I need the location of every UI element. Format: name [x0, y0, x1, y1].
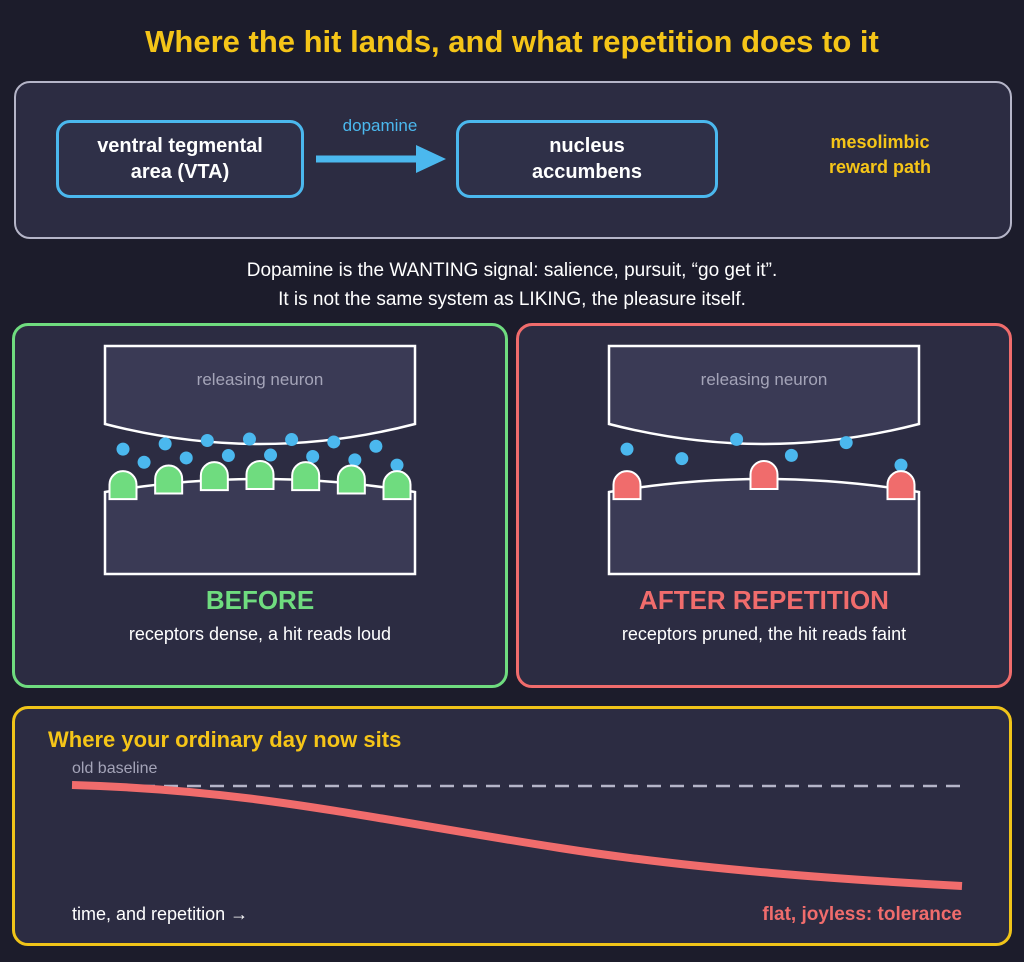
after-dopamine-dot [894, 458, 908, 472]
after-title: AFTER REPETITION [639, 585, 889, 615]
after-releasing-neuron [607, 344, 921, 446]
before-receptor [108, 470, 138, 501]
before-dopamine-dot [179, 451, 193, 465]
after-receptor [749, 460, 779, 490]
before-dopamine-dot [116, 442, 130, 456]
before-panel: releasing neuron BEFORE receptors dense,… [12, 323, 508, 688]
dopamine-arrow [316, 145, 446, 173]
before-dopamine-dot [327, 435, 341, 449]
before-dopamine-dot [221, 449, 235, 463]
after-receiving-neuron [607, 477, 921, 576]
before-dopamine-dot [137, 455, 151, 469]
before-receptor [245, 460, 275, 490]
before-dopamine-dot [285, 433, 299, 447]
after-dopamine-dot [839, 436, 853, 450]
after-caption: receptors pruned, the hit reads faint [621, 624, 907, 644]
before-receptor [382, 470, 412, 501]
after-neuron-label: releasing neuron [700, 370, 828, 389]
after-dopamine-dot [784, 448, 798, 462]
before-receptor [291, 461, 321, 492]
before-receptor [154, 464, 184, 495]
reward-path-label: mesolimbic reward path [828, 132, 932, 177]
after-receptor [612, 470, 642, 501]
before-dopamine-dot [200, 434, 214, 448]
old-baseline-label: old baseline [72, 760, 158, 777]
vta-label: ventral tegmental area (VTA) [97, 135, 263, 183]
after-receptor [886, 470, 916, 501]
explanation: Dopamine is the WANTING signal: salience… [0, 256, 1024, 314]
tolerance-label: flat, joyless: tolerance [762, 904, 962, 925]
before-dopamine-dot [306, 450, 320, 464]
before-dopamine-dot [348, 453, 362, 467]
before-title: BEFORE [205, 585, 315, 615]
dopamine-arrow-label: dopamine [342, 116, 418, 135]
before-dopamine-dot [242, 432, 256, 446]
after-synapse [607, 344, 921, 576]
before-synapse [103, 344, 417, 576]
before-dopamine-dot [158, 437, 172, 451]
before-releasing-neuron [103, 344, 417, 446]
after-dopamine-dot [675, 452, 689, 466]
after-dopamine-dot [620, 442, 634, 456]
before-receiving-neuron [103, 477, 417, 576]
explanation-line-2: It is not the same system as LIKING, the… [278, 289, 746, 310]
before-dopamine-dot [264, 448, 278, 462]
after-panel: releasing neuron AFTER REPETITION recept… [516, 323, 1012, 688]
baseline-title: Where your ordinary day now sits [48, 727, 402, 752]
baseline-panel [12, 706, 1012, 946]
before-receptor [199, 461, 229, 492]
before-receptor [336, 464, 366, 495]
before-caption: receptors dense, a hit reads loud [128, 624, 392, 644]
before-dopamine-dot [390, 458, 404, 472]
before-dopamine-dot [369, 439, 383, 453]
nucleus-accumbens-label: nucleus accumbens [531, 135, 643, 183]
page-title: Where the hit lands, and what repetition… [145, 24, 879, 59]
x-axis-label: time, and repetition → [72, 904, 249, 924]
vta-node: ventral tegmental area (VTA) [56, 120, 304, 198]
before-neuron-label: releasing neuron [196, 370, 324, 389]
nucleus-accumbens-node: nucleus accumbens [456, 120, 718, 198]
declining-baseline-curve [71, 781, 963, 890]
explanation-line-1: Dopamine is the WANTING signal: salience… [246, 260, 778, 281]
after-dopamine-dot [730, 432, 744, 446]
